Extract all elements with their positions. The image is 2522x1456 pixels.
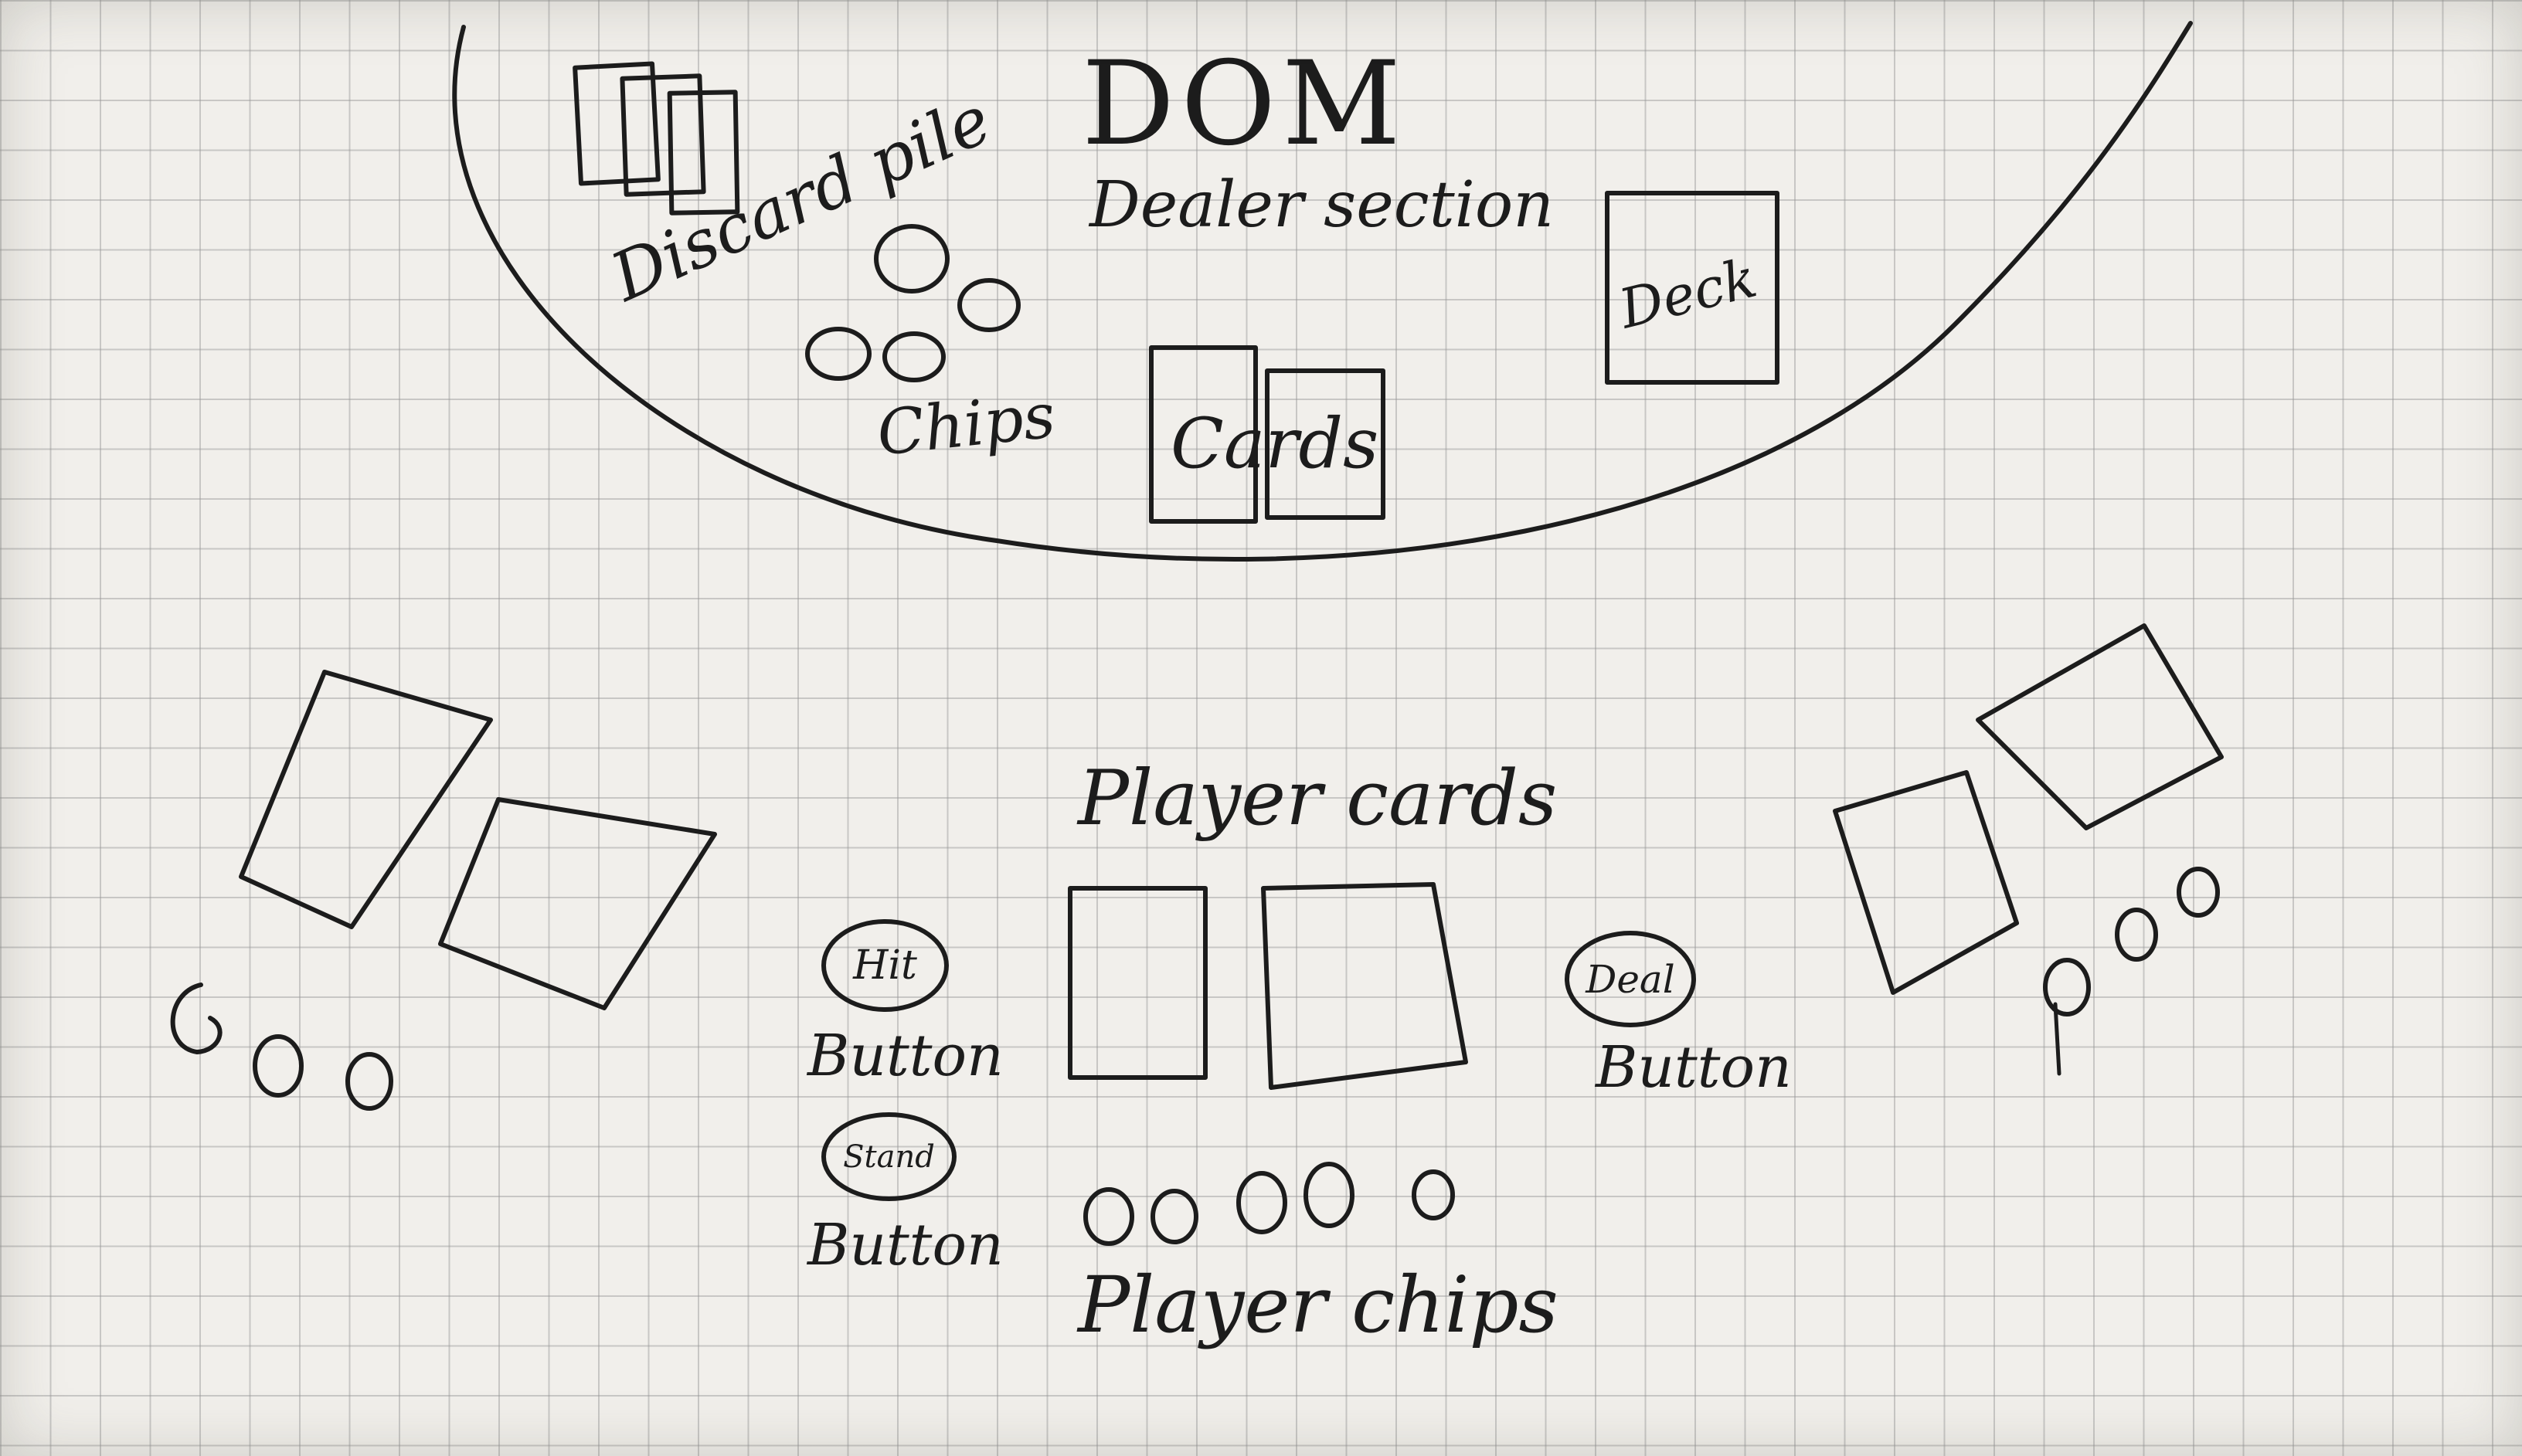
player-cards [1068,882,1468,1090]
page-title: DOM [1082,37,1407,171]
deck-card [1605,191,1779,385]
player-cards-label: Player cards [1078,755,1558,843]
dealer-chips [805,224,1021,382]
dealer-chips-label: Chips [873,379,1059,470]
stand-button-caption: Button [807,1212,1004,1278]
left-player-cards [239,670,717,1010]
hit-button[interactable]: Hit [821,919,949,1012]
player-chips [1083,1162,1455,1246]
player-chips-label: Player chips [1078,1260,1558,1350]
discard-pile [573,61,740,216]
dealer-cards [1149,345,1385,524]
hit-button-caption: Button [807,1023,1004,1089]
dealer-section-label: Dealer section [1089,168,1555,242]
dealer-cards-label: Cards [1171,403,1379,484]
right-player-cards [1833,623,2224,995]
dealer-table-arc [452,21,2193,562]
deal-button-caption: Button [1596,1034,1792,1101]
right-player-chips [2043,867,2220,1076]
left-player-chips [170,983,393,1111]
deal-button[interactable]: Deal [1565,931,1696,1027]
stand-button[interactable]: Stand [821,1112,957,1201]
